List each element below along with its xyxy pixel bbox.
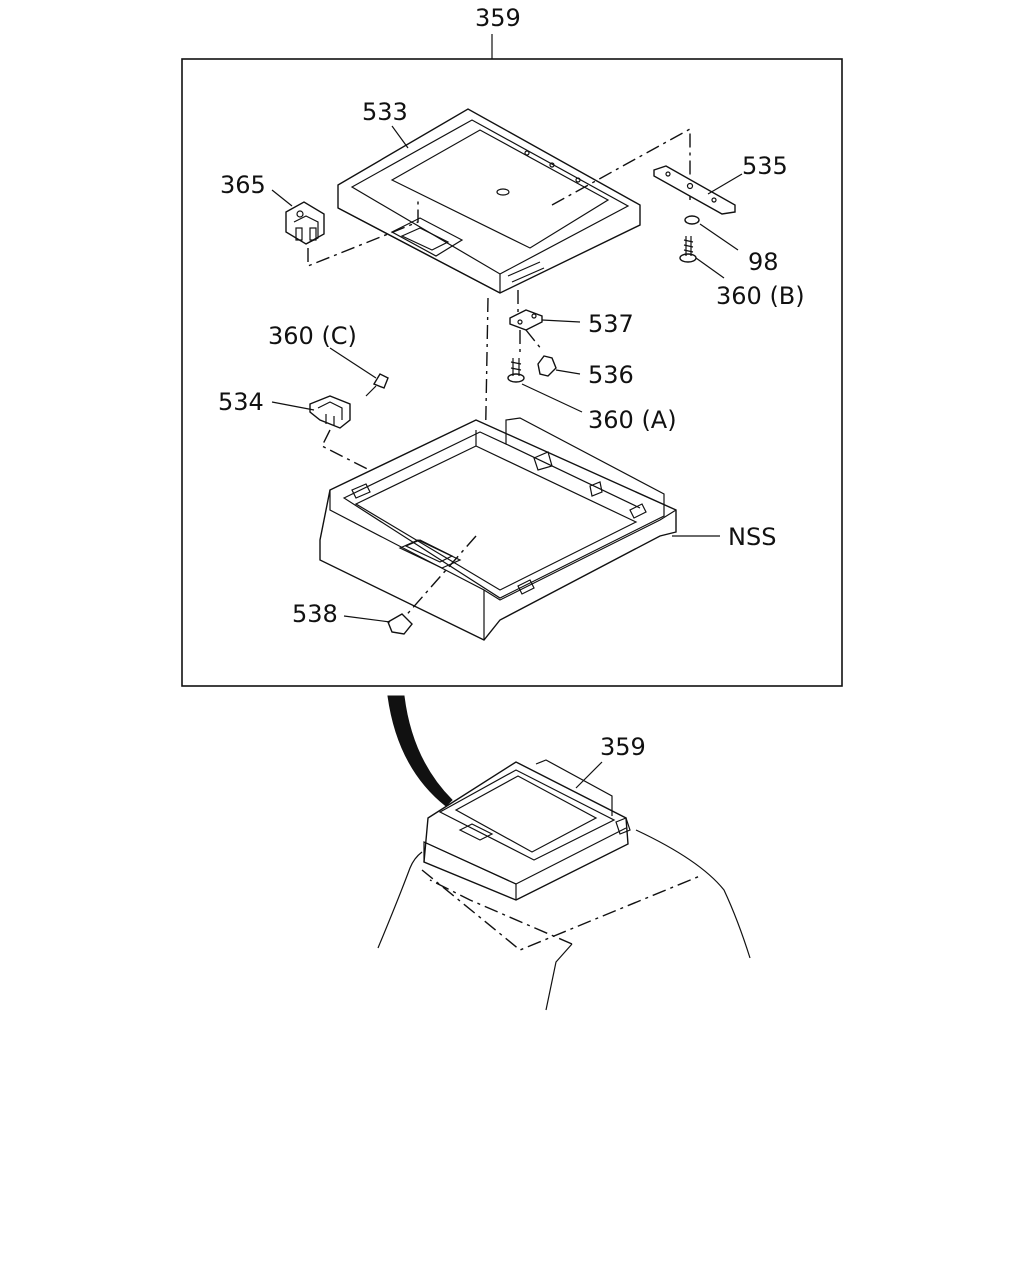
leader-538 [343, 615, 391, 623]
striker-dashline [519, 329, 543, 356]
callout-nss: NSS [728, 523, 776, 551]
hinge-dashline [307, 198, 419, 268]
callout-538: 538 [292, 600, 338, 628]
callout-98: 98 [748, 248, 779, 276]
lid-533 [337, 108, 641, 294]
bracket-535 [653, 165, 736, 215]
callout-360c: 360 (C) [268, 322, 357, 350]
installed-view [377, 759, 751, 1011]
striker-537 [509, 309, 543, 331]
clip-dashline [401, 535, 477, 621]
callout-533: 533 [362, 98, 408, 126]
leader-360c [329, 347, 377, 379]
center-dashline [483, 297, 489, 521]
callout-535: 535 [742, 152, 788, 180]
bumper-536 [537, 355, 557, 377]
callout-537: 537 [588, 310, 634, 338]
location-arrow [387, 695, 453, 807]
washer-98 [684, 215, 700, 225]
leader-534 [271, 401, 315, 411]
leader-359-installed [575, 761, 603, 789]
leader-536 [555, 369, 581, 375]
leader-98 [699, 223, 739, 251]
exploded-view-frame [181, 58, 843, 687]
callout-534: 534 [218, 388, 264, 416]
base-nss [319, 417, 677, 641]
callout-360b: 360 (B) [716, 282, 805, 310]
callout-536: 536 [588, 361, 634, 389]
leader-365 [271, 189, 293, 207]
callout-359-installed: 359 [600, 733, 646, 761]
screw-360c [365, 373, 389, 397]
leader-360a [521, 383, 583, 413]
leader-537 [541, 319, 581, 323]
callout-360a: 360 (A) [588, 406, 677, 434]
screw-360a [507, 358, 525, 383]
callout-365: 365 [220, 171, 266, 199]
clip-538 [387, 613, 413, 635]
leader-533 [391, 125, 409, 149]
hinge-365 [285, 201, 325, 245]
screw-360b [679, 236, 697, 263]
callout-359-top: 359 [475, 4, 521, 32]
leader-360b [695, 257, 725, 279]
latch-534 [309, 395, 351, 429]
leader-535 [707, 173, 743, 195]
